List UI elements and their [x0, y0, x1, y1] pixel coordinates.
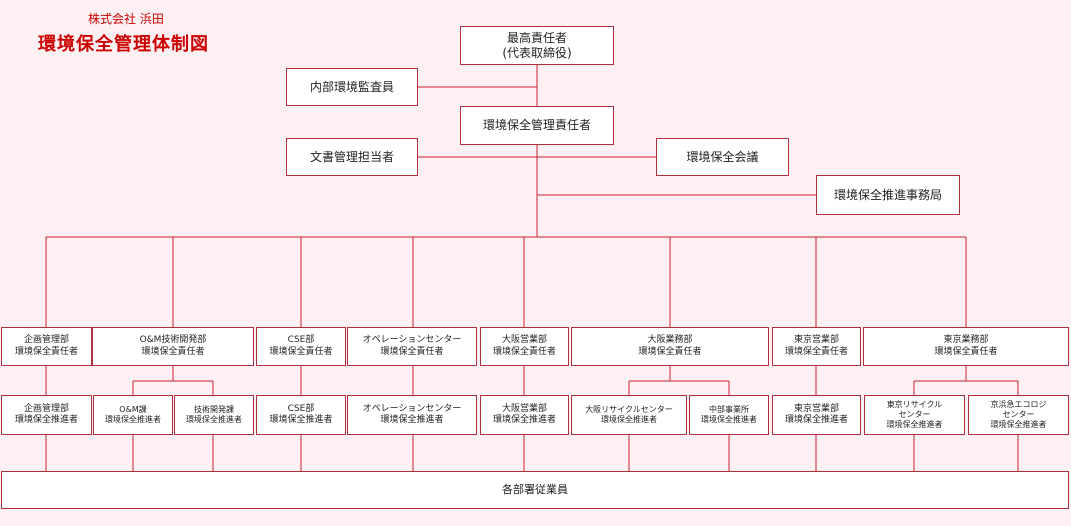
- unit-role: 環境保全推進者: [380, 415, 444, 425]
- dept-box: O&M技術開発部 環境保全責任者: [92, 327, 254, 366]
- unit-name: 中部事業所: [709, 405, 749, 414]
- unit-role: 環境保全推進者: [186, 415, 242, 424]
- unit-name-cont: センター: [1002, 410, 1035, 419]
- unit-name: CSE部: [287, 403, 315, 414]
- chart-title: 環境保全管理体制図: [38, 34, 209, 55]
- dept-role: 環境保全責任者: [269, 346, 333, 357]
- unit-box: CSE部 環境保全推進者: [256, 395, 346, 435]
- unit-box: 東京営業部 環境保全推進者: [772, 395, 861, 435]
- dept-role: 環境保全責任者: [638, 346, 702, 357]
- unit-name: オペレーションセンター: [362, 403, 462, 414]
- unit-role: 環境保全推進者: [105, 415, 161, 424]
- dept-role: 環境保全責任者: [784, 346, 848, 357]
- ceo-box: 最高責任者 (代表取締役): [460, 26, 614, 65]
- all-staff-box: 各部署従業員: [1, 471, 1069, 509]
- unit-name: 東京リサイクル: [886, 400, 943, 409]
- dept-role: 環境保全責任者: [380, 346, 444, 357]
- dept-name: 大阪営業部: [501, 335, 547, 346]
- unit-box: 企画管理部 環境保全推進者: [1, 395, 92, 435]
- unit-box: 東京リサイクル センター 環境保全推進者: [864, 395, 965, 435]
- unit-name: 京浜急エコロジ: [990, 400, 1047, 409]
- dept-name: オペレーションセンター: [362, 335, 462, 346]
- unit-box: 京浜急エコロジ センター 環境保全推進者: [968, 395, 1069, 435]
- dept-box: 東京業務部 環境保全責任者: [863, 327, 1069, 366]
- dept-role: 環境保全責任者: [492, 346, 556, 357]
- unit-box: オペレーションセンター 環境保全推進者: [347, 395, 477, 435]
- dept-name: O&M技術開発部: [139, 335, 207, 346]
- unit-box: 中部事業所 環境保全推進者: [689, 395, 769, 435]
- dept-name: 企画管理部: [23, 335, 69, 346]
- secretariat-label: 環境保全推進事務局: [833, 187, 942, 202]
- unit-role: 環境保全推進者: [492, 415, 556, 425]
- unit-role: 環境保全推進者: [886, 420, 943, 429]
- ceo-label: 最高責任者: [506, 30, 567, 45]
- dept-role: 環境保全責任者: [934, 346, 998, 357]
- unit-box: 大阪営業部 環境保全推進者: [480, 395, 569, 435]
- unit-role: 環境保全推進者: [14, 415, 78, 425]
- dept-role: 環境保全責任者: [14, 346, 78, 357]
- unit-name: 大阪リサイクルセンター: [585, 405, 673, 414]
- unit-role: 環境保全推進者: [701, 415, 757, 424]
- all-staff-label: 各部署従業員: [502, 483, 568, 497]
- internal-auditor-label: 内部環境監査員: [309, 79, 394, 94]
- internal-auditor-box: 内部環境監査員: [286, 68, 418, 106]
- unit-box: O&M課 環境保全推進者: [93, 395, 173, 435]
- dept-name: 東京営業部: [793, 335, 839, 346]
- unit-name: O&M課: [119, 405, 147, 414]
- unit-role: 環境保全推進者: [990, 420, 1047, 429]
- company-name: 株式会社 浜田: [88, 12, 164, 26]
- unit-box: 技術開発課 環境保全推進者: [174, 395, 254, 435]
- dept-box: 大阪業務部 環境保全責任者: [571, 327, 769, 366]
- env-council-box: 環境保全会議: [656, 138, 789, 176]
- unit-role: 環境保全推進者: [601, 415, 657, 424]
- dept-box: 東京営業部 環境保全責任者: [772, 327, 861, 366]
- dept-box: 大阪営業部 環境保全責任者: [480, 327, 569, 366]
- document-manager-label: 文書管理担当者: [309, 149, 394, 164]
- dept-box: 企画管理部 環境保全責任者: [1, 327, 92, 366]
- unit-role: 環境保全推進者: [269, 415, 333, 425]
- unit-name: 東京営業部: [793, 403, 839, 414]
- unit-role: 環境保全推進者: [784, 415, 848, 425]
- ceo-role: (代表取締役): [502, 45, 572, 60]
- dept-box: CSE部 環境保全責任者: [256, 327, 346, 366]
- secretariat-box: 環境保全推進事務局: [816, 175, 960, 215]
- env-manager-label: 環境保全管理責任者: [482, 118, 591, 132]
- unit-name-cont: センター: [898, 410, 931, 419]
- dept-role: 環境保全責任者: [141, 346, 205, 357]
- env-manager-box: 環境保全管理責任者: [460, 106, 614, 145]
- unit-name: 技術開発課: [194, 405, 234, 414]
- env-council-label: 環境保全会議: [686, 149, 759, 164]
- dept-name: CSE部: [287, 335, 315, 346]
- unit-name: 企画管理部: [23, 403, 69, 414]
- unit-name: 大阪営業部: [501, 403, 547, 414]
- unit-box: 大阪リサイクルセンター 環境保全推進者: [571, 395, 687, 435]
- dept-box: オペレーションセンター 環境保全責任者: [347, 327, 477, 366]
- document-manager-box: 文書管理担当者: [286, 138, 418, 176]
- dept-name: 大阪業務部: [647, 335, 693, 346]
- dept-name: 東京業務部: [943, 335, 989, 346]
